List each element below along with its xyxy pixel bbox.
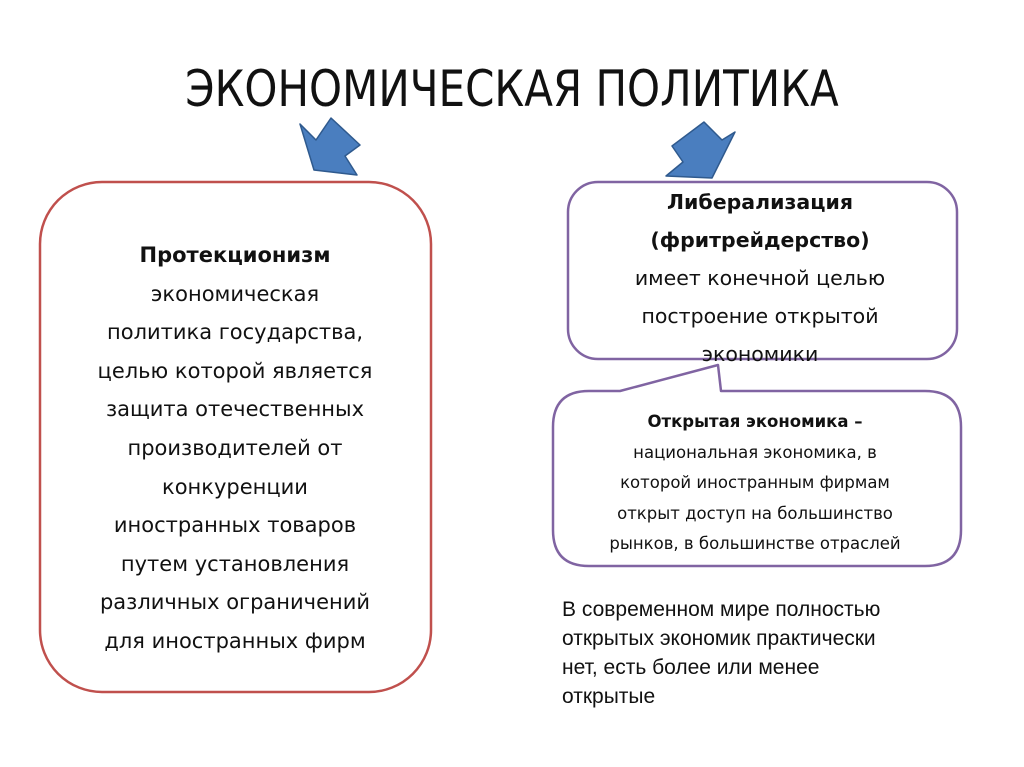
liberalization-line: построение открытой — [641, 304, 879, 328]
protectionism-line: производителей от — [127, 435, 343, 460]
protectionism-line: различных ограничений — [99, 590, 371, 615]
note-line: открытых экономик практически — [562, 627, 876, 650]
protectionism-line: экономическая — [150, 281, 320, 306]
protectionism-box — [38, 180, 433, 694]
open-economy-callout — [551, 363, 963, 568]
protectionism-line: защита отечественных — [105, 397, 365, 422]
note-line: открытые — [562, 685, 656, 708]
open-economy-heading: Открытая экономика – — [647, 412, 863, 431]
open-economy-line: рынков, в большинстве отраслей — [609, 534, 901, 553]
liberalization-box — [566, 180, 959, 361]
open-economy-line: национальная экономика, в — [633, 442, 877, 462]
page-title: ЭКОНОМИЧЕСКАЯ ПОЛИТИКА — [185, 60, 839, 118]
liberalization-line: экономики — [701, 342, 819, 366]
note-text: В современном мире полностью открытых эк… — [562, 595, 972, 711]
protectionism-line: конкуренции — [162, 474, 308, 499]
liberalization-subheading: (фритрейдерство) — [650, 228, 870, 252]
arrow-down-right-icon — [299, 117, 361, 176]
open-economy-text: Открытая экономика – национальная эконом… — [555, 407, 955, 560]
protectionism-line: иностранных товаров — [113, 513, 357, 538]
arrow-down-left-icon — [665, 121, 736, 179]
liberalization-line: имеет конечной целью — [634, 266, 886, 290]
protectionism-heading: Протекционизм — [139, 243, 331, 267]
protectionism-line: политика государства, — [106, 320, 364, 345]
note-line: В современном мире полностью — [562, 598, 881, 621]
note-line: нет, есть более или менее — [562, 656, 820, 679]
protectionism-line: целью которой является — [97, 358, 373, 383]
protectionism-line: путем установления — [120, 551, 350, 576]
open-economy-line: которой иностранным фирмам — [620, 473, 890, 492]
liberalization-heading: Либерализация — [667, 190, 853, 214]
liberalization-text: Либерализация (фритрейдерство) имеет кон… — [575, 183, 945, 373]
open-economy-line: открыт доступ на большинство — [617, 503, 893, 523]
protectionism-line: для иностранных фирм — [104, 628, 366, 653]
protectionism-text: Протекционизм экономическая политика гос… — [55, 236, 415, 661]
